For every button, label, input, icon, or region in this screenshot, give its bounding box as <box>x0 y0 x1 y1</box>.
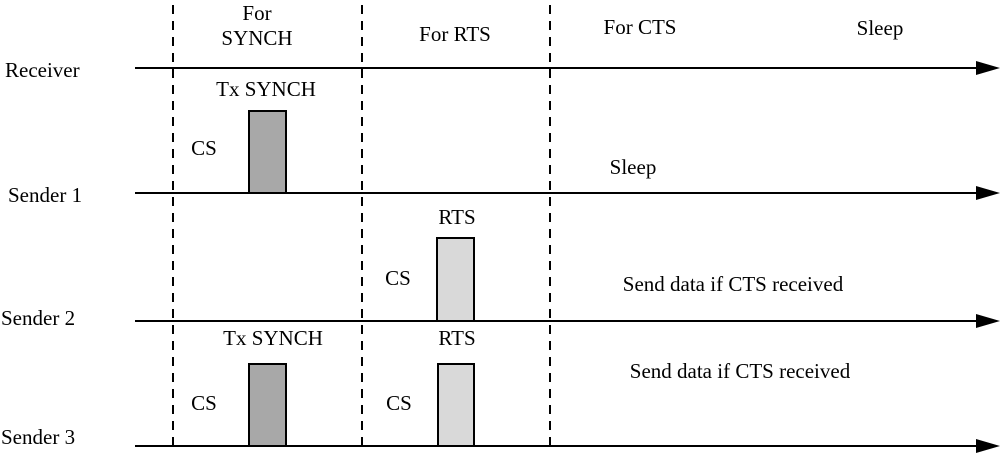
phase-label-for-rts: For RTS <box>419 22 491 46</box>
sender3-rts-pulse <box>437 363 475 447</box>
sender3-tx-synch-label: Tx SYNCH <box>223 326 323 350</box>
phase-divider-rts-start <box>361 5 363 447</box>
sender1-timeline <box>135 192 976 194</box>
sender3-cs-synch-label: CS <box>191 391 217 415</box>
phase-divider-cts-start <box>549 5 551 447</box>
sender3-send-data-label: Send data if CTS received <box>629 359 851 383</box>
sender1-tx-synch-label: Tx SYNCH <box>216 77 316 101</box>
receiver-timeline-arrow-icon <box>976 61 1000 75</box>
receiver-timeline <box>135 67 976 69</box>
row-label-receiver: Receiver <box>5 58 80 82</box>
sender2-timeline-arrow-icon <box>976 314 1000 328</box>
sender2-send-data-label: Send data if CTS received <box>622 272 844 296</box>
row-label-sender2: Sender 2 <box>1 306 76 330</box>
sender1-cs-label: CS <box>191 136 217 160</box>
row-label-sender1: Sender 1 <box>8 183 83 207</box>
sender1-sleep-label: Sleep <box>609 155 657 179</box>
phase-label-for-cts: For CTS <box>603 15 677 39</box>
sender1-tx-synch-pulse <box>248 110 287 194</box>
sender3-timeline-arrow-icon <box>976 439 1000 453</box>
sender3-timeline <box>135 445 976 447</box>
phase-divider-synch-start <box>172 5 174 447</box>
phase-label-for-synch: For SYNCH <box>221 1 293 50</box>
sender2-timeline <box>135 320 976 322</box>
sender1-timeline-arrow-icon <box>976 186 1000 200</box>
row-label-sender3: Sender 3 <box>1 425 76 449</box>
sender3-tx-synch-pulse <box>248 363 287 447</box>
sender3-cs-rts-label: CS <box>386 391 412 415</box>
sender2-rts-label: RTS <box>438 205 476 229</box>
phase-label-sleep: Sleep <box>856 16 904 40</box>
sender2-rts-pulse <box>436 237 475 322</box>
sender3-rts-label: RTS <box>438 326 476 350</box>
sender2-cs-label: CS <box>385 266 411 290</box>
